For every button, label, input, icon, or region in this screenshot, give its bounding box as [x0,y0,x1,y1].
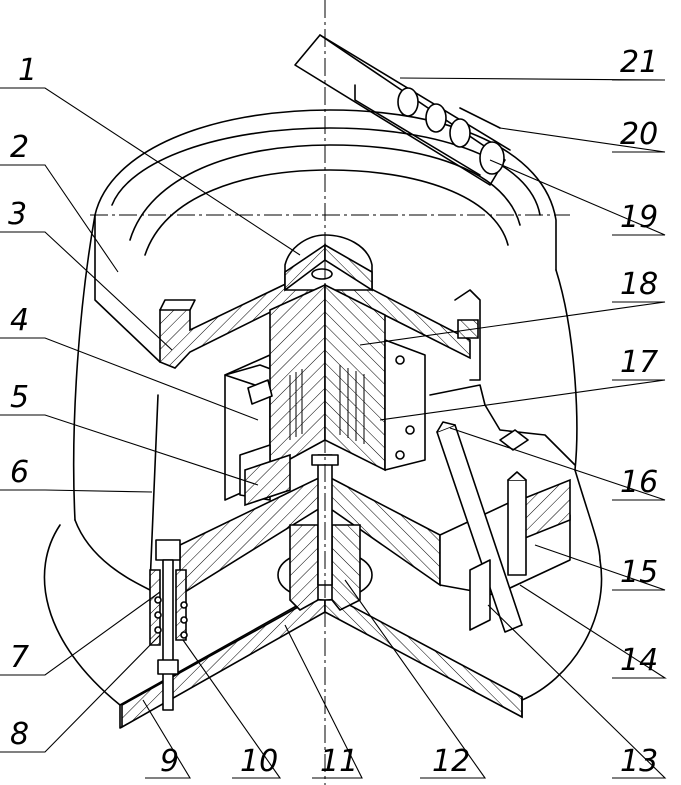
outer-housing [72,214,601,591]
callout-8: 8 [10,717,29,752]
callout-20: 20 [620,117,658,152]
callout-5: 5 [10,380,29,415]
callout-14: 14 [620,643,658,678]
callout-labels: 1 2 3 4 5 6 7 8 9 10 11 12 13 14 15 16 1… [8,45,658,779]
callout-18: 18 [620,267,658,302]
callout-7: 7 [10,640,29,675]
feed-chute [294,34,511,186]
leader-lines [0,77,667,779]
callout-9: 9 [160,744,179,779]
callout-13: 13 [620,744,658,779]
callout-19: 19 [620,200,658,235]
callout-15: 15 [620,555,658,590]
callout-21: 21 [620,45,658,80]
callout-17: 17 [620,345,658,380]
coil-windings [289,365,365,444]
center-axes [90,0,570,785]
callout-6: 6 [10,455,29,490]
spring-coils [154,596,188,639]
callout-4: 4 [10,303,29,338]
callout-12: 12 [432,744,470,779]
callout-16: 16 [620,465,658,500]
central-cap [284,234,373,292]
inclined-rod [436,421,527,633]
callout-11: 11 [320,744,358,779]
callout-1: 1 [18,53,37,88]
spring-bolt [149,539,188,711]
callout-10: 10 [240,744,278,779]
callout-3: 3 [8,197,27,232]
callout-2: 2 [10,130,29,165]
